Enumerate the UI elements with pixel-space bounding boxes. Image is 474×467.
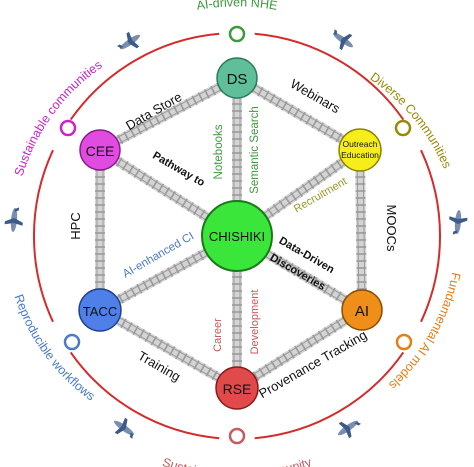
node-label-ai: AI <box>355 303 369 320</box>
node-label-cee: CEE <box>86 143 115 159</box>
airplane-icon-bottom-left <box>114 417 134 439</box>
outer-label-top: AI-driven NHE <box>195 0 278 13</box>
outer-ring-arc <box>420 149 441 323</box>
outer-label-bottom-right: Fundamental AI models <box>386 271 463 392</box>
node-center-chishiki: CHISHIKI <box>201 200 273 272</box>
node-tacc: TACC <box>78 288 122 332</box>
ring-marker-icon-top-right <box>394 119 412 137</box>
ring-marker-icon-top-left <box>59 119 77 137</box>
airplane-icon-top-left <box>117 31 140 50</box>
spoke-label-career: Career <box>212 318 224 352</box>
spoke-label-notebooks: Notebooks <box>213 124 225 179</box>
node-ai: AI <box>341 289 383 331</box>
node-label-tacc: TACC <box>83 304 117 319</box>
airplane-icon-bottom-right <box>338 420 361 439</box>
outer-ring-arc <box>33 149 54 323</box>
airplane-icon-right <box>449 210 468 235</box>
ring-marker-icon-bottom-left <box>63 333 81 351</box>
edge-label-hpc: HPC <box>68 212 83 239</box>
node-label-ds: DS <box>227 71 248 88</box>
node-outreach-education: Outreach Education <box>338 128 382 172</box>
node-rse: RSE <box>215 366 259 410</box>
node-label-chishiki: CHISHIKI <box>209 229 265 244</box>
outer-ring-arc <box>69 351 220 440</box>
node-label-rse: RSE <box>223 381 252 397</box>
node-ds: DS <box>216 57 258 99</box>
track-ds-cee <box>97 73 240 155</box>
outer-ring-arc <box>254 32 405 121</box>
outer-ring-arc <box>254 351 405 440</box>
node-label-education: Education <box>341 150 379 160</box>
airplane-icon-top-right <box>333 29 353 51</box>
spoke-label-development: Development <box>249 290 261 355</box>
track-cee-tacc <box>95 150 105 310</box>
outer-label-bottom: Sustainable CIP community <box>161 455 314 467</box>
ring-marker-icon-top <box>228 25 246 43</box>
outer-ring <box>33 32 441 440</box>
outer-ring-arc <box>69 32 220 121</box>
airplane-icon-left <box>4 207 23 232</box>
ring-marker-icon-bottom-right <box>395 333 413 351</box>
ring-marker-icon-bottom <box>228 427 246 445</box>
edge-label-moocs: MOOCs <box>384 205 399 252</box>
node-label-outreach: Outreach <box>343 139 378 149</box>
track-outreach-ai <box>355 149 367 311</box>
spoke-label-semantic-search: Semantic Search <box>249 106 261 194</box>
node-cee: CEE <box>79 129 121 171</box>
